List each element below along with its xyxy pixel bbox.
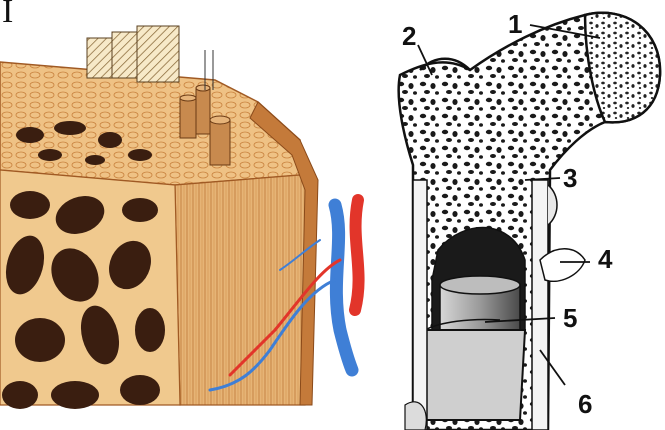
corner-letter: I [2, 0, 13, 30]
label-4: 4 [598, 244, 613, 274]
periosteum-flap [540, 249, 585, 282]
label-1: 1 [508, 9, 522, 39]
vein-vessel [335, 205, 352, 370]
bone-block-illustration [0, 26, 359, 409]
compact-bone-side [175, 175, 312, 405]
label-5: 5 [563, 303, 577, 333]
label-6: 6 [578, 389, 592, 419]
femur-section-diagram: 1 2 3 4 5 6 [399, 9, 660, 430]
shaft-cut [425, 330, 525, 420]
lamella-blocks [87, 26, 179, 82]
label-2: 2 [402, 21, 416, 51]
label-3: 3 [563, 163, 577, 193]
artery-vessel [355, 200, 359, 310]
